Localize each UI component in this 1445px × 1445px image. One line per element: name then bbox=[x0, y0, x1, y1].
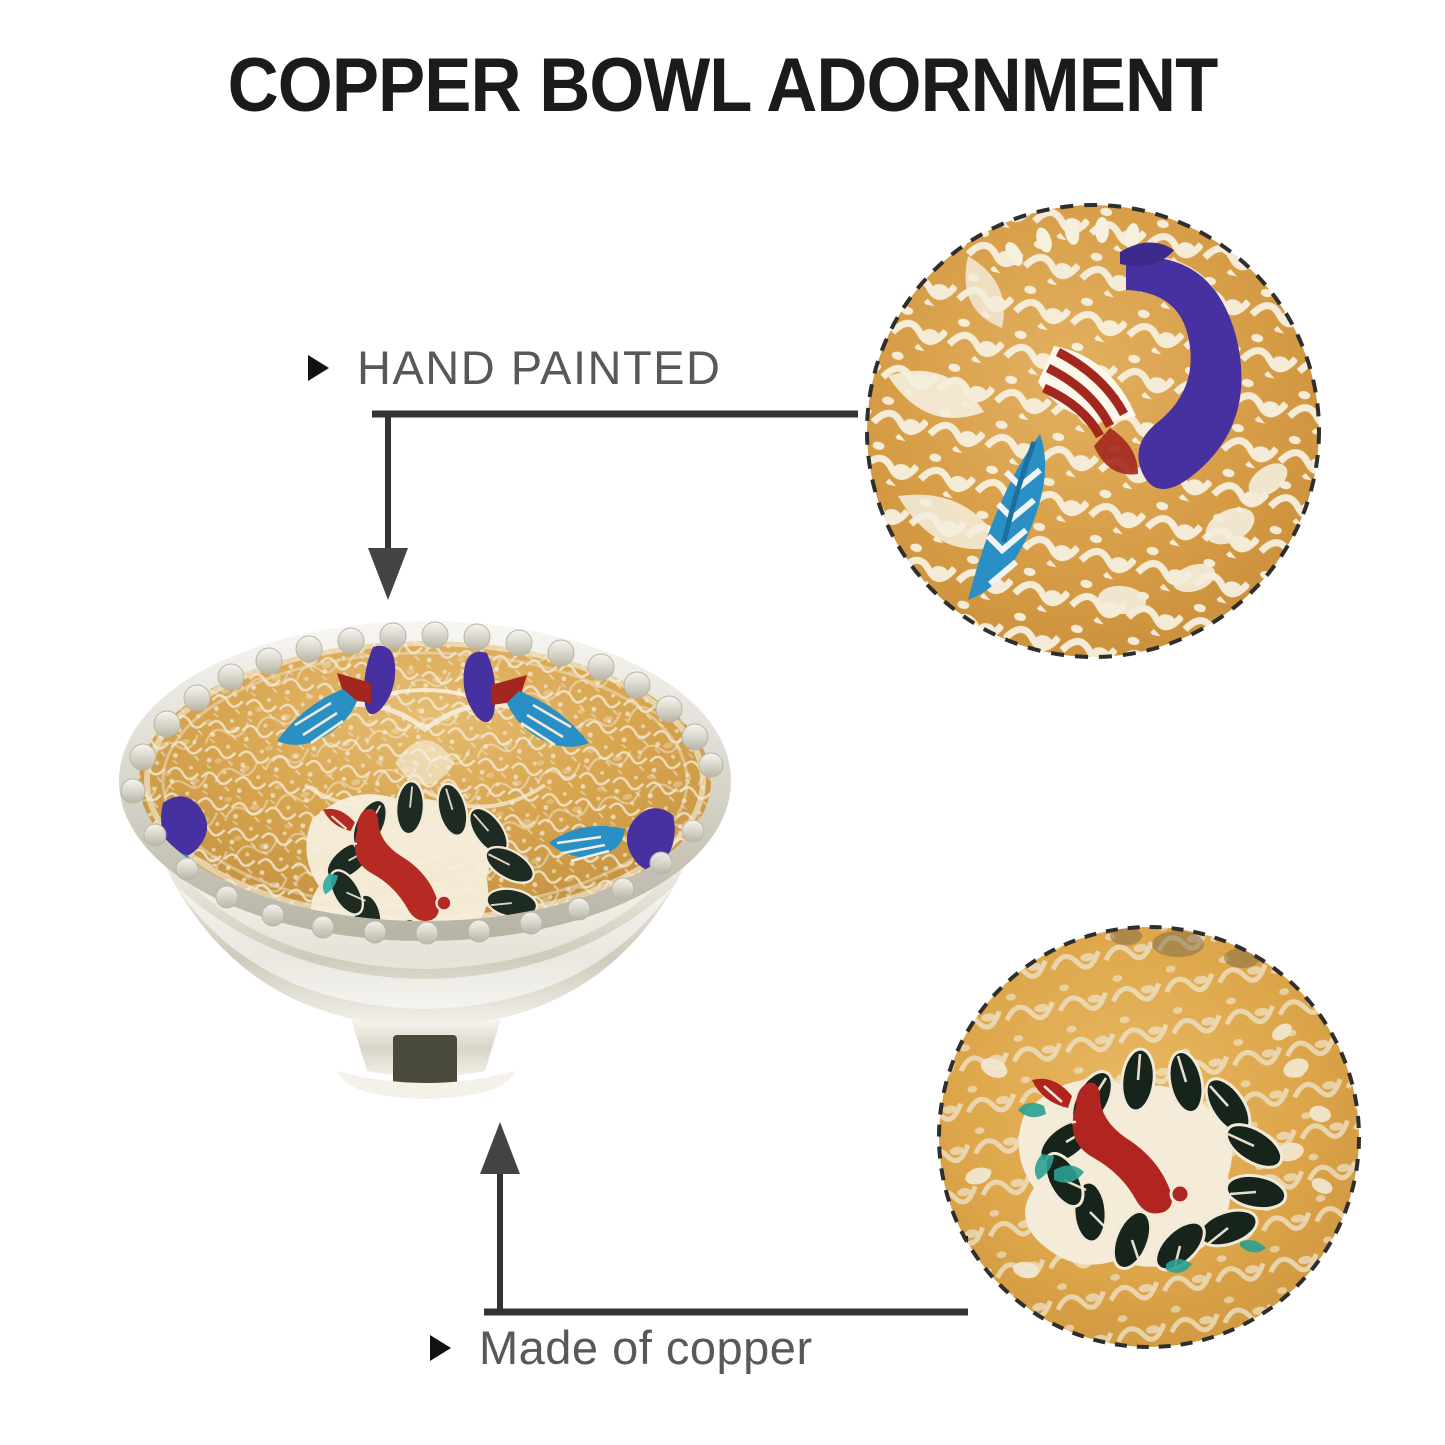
detail-circle-dashed-border bbox=[865, 203, 1321, 659]
callout-made-of-copper: Made of copper bbox=[430, 1320, 813, 1375]
leader-line-hand-painted bbox=[368, 410, 858, 600]
callout-hand-painted: HAND PAINTED bbox=[308, 340, 721, 395]
bowl-illustration bbox=[118, 621, 732, 1099]
page-title: COPPER BOWL ADORNMENT bbox=[227, 43, 1219, 128]
bowl-scalloped-rim bbox=[118, 621, 732, 945]
peacock-body-purple bbox=[1126, 256, 1242, 490]
callout-hand-painted-label: HAND PAINTED bbox=[357, 341, 722, 394]
detail-circle-hand-painted bbox=[858, 196, 1328, 666]
leader-line-made-of-copper bbox=[480, 1122, 968, 1316]
detail-bottom-illustration bbox=[937, 925, 1361, 1349]
peacock-motif-upper-right bbox=[463, 651, 589, 747]
peacock-motif-fan bbox=[1018, 1047, 1288, 1273]
peacock-motif-upper-left bbox=[277, 645, 396, 745]
peacock-tail-blue bbox=[968, 434, 1046, 600]
callout-made-of-copper-label: Made of copper bbox=[479, 1321, 813, 1374]
detail-top-illustration bbox=[865, 203, 1321, 659]
copper-bowl-photo bbox=[55, 585, 795, 1125]
bowl-foot-shadow bbox=[393, 1035, 457, 1093]
detail-circle-dashed-border bbox=[937, 925, 1361, 1349]
triangle-right-icon bbox=[308, 354, 329, 381]
detail-circle-copper bbox=[930, 918, 1368, 1356]
arrow-up-icon bbox=[480, 1122, 520, 1174]
triangle-right-icon bbox=[430, 1334, 451, 1361]
